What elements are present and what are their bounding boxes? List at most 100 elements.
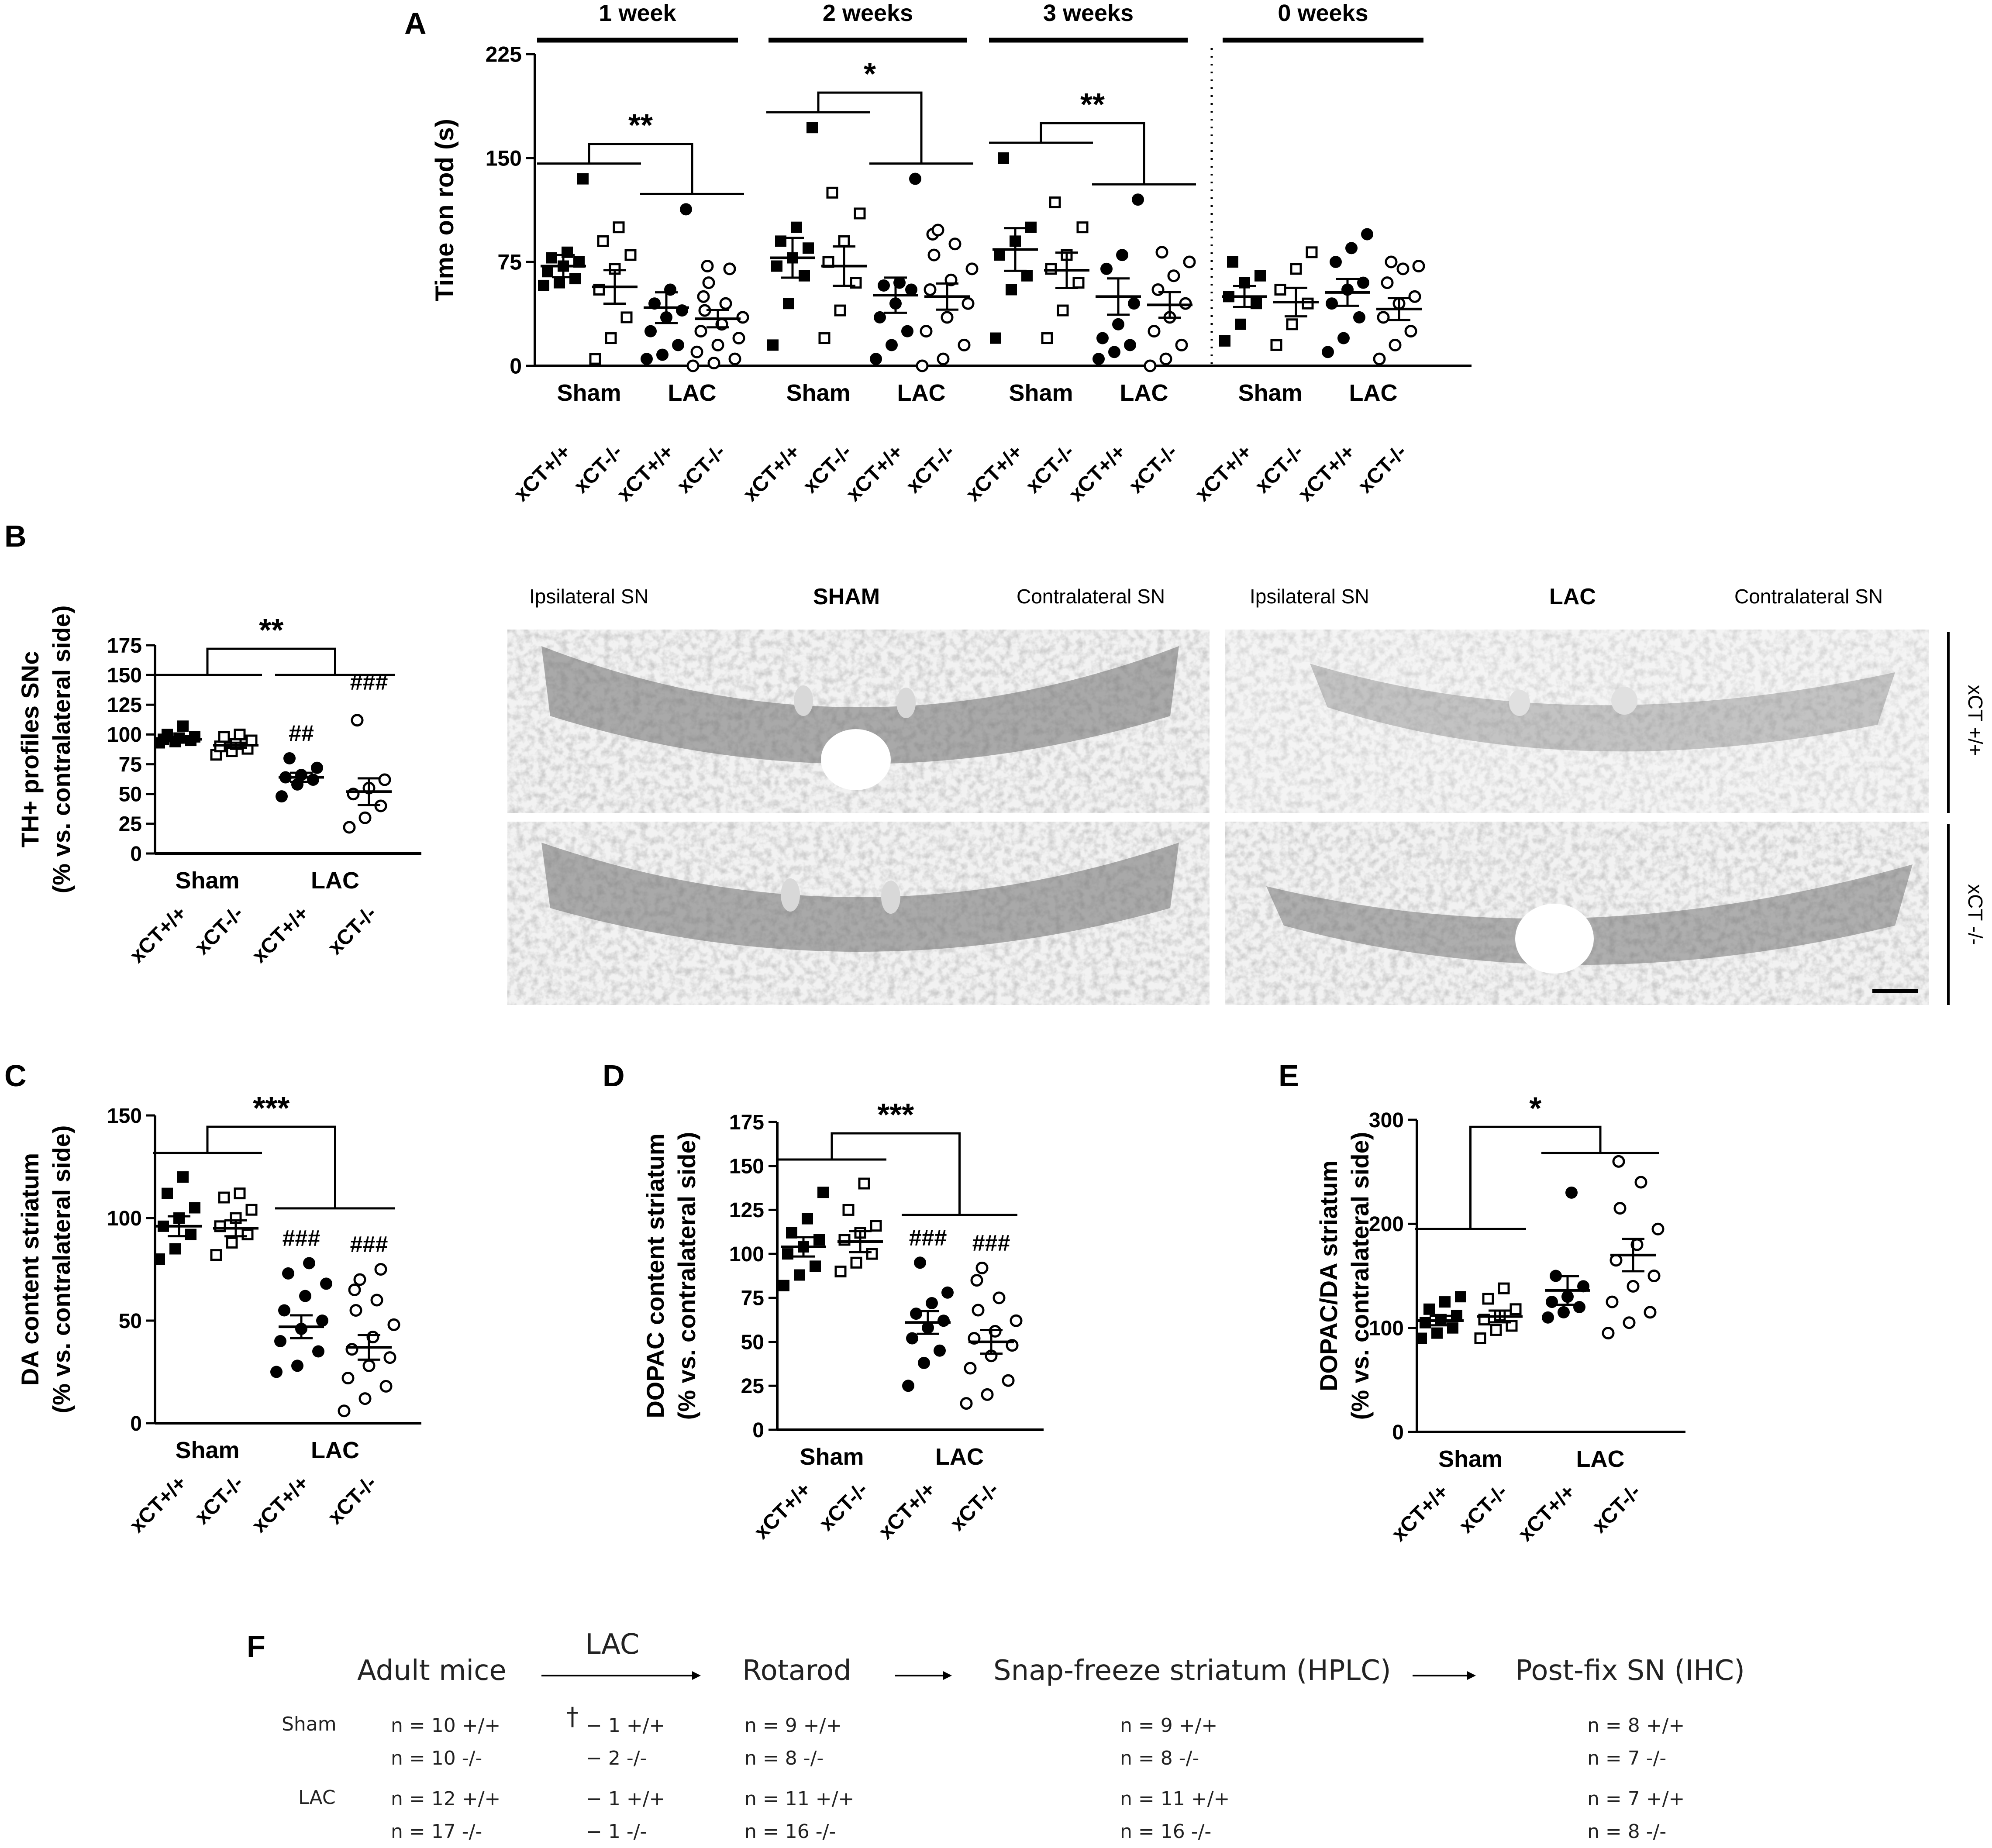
flow-rotarod-col: n = 9 +/+ n = 8 -/- n = 11 +/+ n = 16 -/… xyxy=(744,1709,854,1848)
y-tick-label: 150 xyxy=(486,146,522,171)
group-label-sham: Sham xyxy=(175,867,239,894)
d-0-point xyxy=(794,1269,805,1281)
c-1-point xyxy=(210,1249,222,1261)
genotype-tick-label: xCT+/+ xyxy=(874,1478,940,1544)
rotarod-lac-ko: n = 16 -/- xyxy=(744,1820,836,1843)
flow-step-lac: LAC xyxy=(585,1628,640,1661)
panel-letter-c: C xyxy=(4,1059,27,1093)
y-tick-label: 0 xyxy=(130,843,142,866)
significance-bracket xyxy=(206,1125,336,1208)
y-tick-label: 25 xyxy=(119,813,142,836)
a-0-3-point xyxy=(701,260,714,273)
e-2-point xyxy=(1546,1296,1558,1308)
a-2-1-point xyxy=(1057,304,1069,317)
timepoint-label: 2 weeks xyxy=(823,0,913,26)
a-2-2-point xyxy=(1112,318,1124,330)
row-label-xct-wt: xCT +/+ xyxy=(1964,685,1987,756)
d-3-point xyxy=(1010,1314,1023,1327)
a-1-0-point xyxy=(799,270,810,282)
c-2-point xyxy=(299,1290,311,1302)
y-axis-title: DA content striatum xyxy=(16,1153,44,1386)
a-2-3-point xyxy=(1144,359,1157,372)
d-2-point xyxy=(914,1256,926,1269)
genotype-tick-label: xCT-/- xyxy=(190,1471,248,1529)
c-3-point xyxy=(374,1263,387,1276)
a-1-2-point xyxy=(905,283,917,296)
group-label-lac: LAC xyxy=(311,867,359,894)
a-3-3-point xyxy=(1381,276,1394,289)
d-0-point xyxy=(810,1260,821,1272)
y-tick-label: 100 xyxy=(107,723,142,747)
a-0-2-point xyxy=(672,339,684,351)
hplc-sham-ko: n = 8 -/- xyxy=(1120,1747,1199,1769)
genotype-tick-label: xCT-/- xyxy=(324,1471,381,1529)
flowchart-arrows xyxy=(541,1671,1476,1680)
group-label-sham: Sham xyxy=(800,1444,864,1470)
a-0-3-point xyxy=(719,297,732,310)
d-2-point xyxy=(906,1332,918,1345)
d-1-point xyxy=(842,1204,855,1216)
a-0-3-point xyxy=(732,332,745,345)
a-0-3-point xyxy=(690,345,703,358)
a-1-2-point xyxy=(909,172,921,185)
significance-bracket xyxy=(817,91,923,164)
genotype-tick-label: xCT-/- xyxy=(190,902,248,959)
genotype-tick-label: xCT+/+ xyxy=(1191,440,1257,506)
significance-stars: ** xyxy=(628,108,653,143)
a-2-3-point xyxy=(1148,325,1161,338)
b-2-point xyxy=(276,790,288,803)
genotype-tick-label: xCT+/+ xyxy=(248,902,314,967)
a-2-1-point xyxy=(1045,263,1057,275)
a-3-2-point xyxy=(1357,276,1369,289)
a-0-0-point xyxy=(538,279,549,291)
y-tick-label: 100 xyxy=(729,1243,764,1266)
a-1-2-point xyxy=(870,353,882,365)
a-0-3-point xyxy=(728,352,741,365)
a-3-0-point xyxy=(1254,270,1266,282)
posthoc-marker: ## xyxy=(289,721,314,746)
a-2-3-point xyxy=(1175,338,1188,351)
significance-stars: * xyxy=(864,57,876,92)
genotype-tick-label: xCT+/+ xyxy=(739,440,805,506)
a-0-1-point xyxy=(613,221,625,234)
c-2-point xyxy=(316,1315,328,1327)
c-3-point xyxy=(379,1380,393,1393)
flow-step-hplc: Snap-freeze striatum (HPLC) xyxy=(993,1655,1391,1687)
e-3-point xyxy=(1634,1176,1647,1189)
flow-step-ihc: Post-fix SN (IHC) xyxy=(1515,1655,1745,1687)
micrograph-lac-wt xyxy=(1225,630,1929,813)
group-label-lac: LAC xyxy=(897,380,946,406)
a-0-1-point xyxy=(620,311,633,323)
c-1-point xyxy=(218,1191,230,1204)
d-0-point xyxy=(813,1234,825,1246)
panel-letter-b: B xyxy=(4,519,27,553)
a-2-3-point xyxy=(1183,255,1196,268)
y-tick-label: 50 xyxy=(119,1310,142,1333)
flow-hplc-col: n = 9 +/+ n = 8 -/- n = 11 +/+ n = 16 -/… xyxy=(1120,1709,1230,1848)
lac-title: LAC xyxy=(1549,584,1596,609)
a-2-0-point xyxy=(1025,221,1037,233)
ihc-lac-wt: n = 7 +/+ xyxy=(1587,1788,1685,1810)
a-3-0-point xyxy=(1219,335,1230,347)
b-1-point xyxy=(245,734,258,747)
y-tick-label: 0 xyxy=(510,354,522,379)
a-1-2-point xyxy=(901,325,913,337)
a-2-2-point xyxy=(1092,353,1105,365)
a-0-0-point xyxy=(554,277,565,289)
c-2-point xyxy=(278,1304,290,1317)
genotype-tick-label: xCT-/- xyxy=(1454,1480,1512,1538)
e-3-point xyxy=(1651,1222,1665,1235)
group-label-lac: LAC xyxy=(1576,1446,1625,1472)
y-tick-label: 225 xyxy=(486,42,522,67)
y-axis-subtitle: (% vs. contralateral side) xyxy=(1346,1132,1374,1420)
genotype-tick-label: xCT-/- xyxy=(815,1478,872,1535)
e-3-point xyxy=(1647,1270,1661,1282)
e-0-point xyxy=(1455,1291,1466,1303)
b-2-point xyxy=(283,752,296,764)
c-0-point xyxy=(169,1243,181,1255)
a-3-1-point xyxy=(1274,283,1286,296)
rotarod-sham-ko: n = 8 -/- xyxy=(744,1747,824,1769)
y-tick-label: 175 xyxy=(729,1111,764,1134)
